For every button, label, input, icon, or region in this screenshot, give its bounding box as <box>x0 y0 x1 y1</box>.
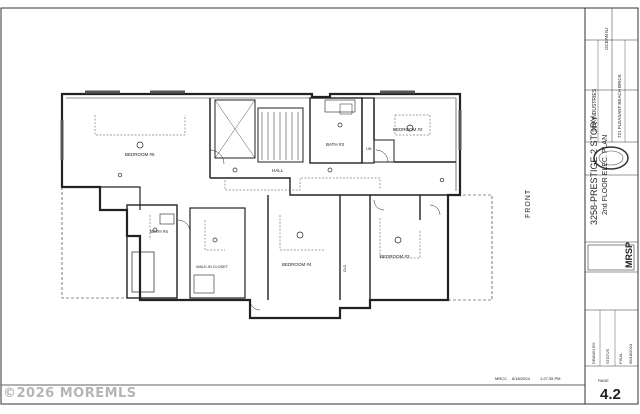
plan-title: 3258-PRESTIGE 2 STORY <box>589 116 599 225</box>
front-label: FRONT <box>525 189 532 218</box>
status-value: FINAL <box>618 352 623 364</box>
sheet-border <box>0 7 639 405</box>
drawn-by-label: DRAWN BY: <box>591 342 596 364</box>
room-bedroom-4: BEDROOM #4 <box>282 262 312 267</box>
page-number: 4.2 <box>600 386 621 403</box>
room-bath-3: BATH #3 <box>326 142 344 147</box>
logo-text: MRSP <box>624 242 634 268</box>
watermark: ©2026 MOREMLS <box>3 386 137 401</box>
room-bedroom-5: BEDROOM #5 <box>125 152 155 157</box>
footer-time: 1:27:35 PM <box>540 376 560 381</box>
company-name: SICA INDUSTRIES <box>592 88 598 132</box>
date-value: 06/18/2024 <box>628 343 633 364</box>
state: NJ <box>604 28 609 34</box>
room-walk-in-closet: WALK-IN CLOSET <box>196 265 229 269</box>
plan-walls <box>60 90 493 320</box>
room-bedroom-2: BEDROOM #2 <box>393 127 423 132</box>
light-fixtures <box>117 122 445 244</box>
stamp-seal <box>593 146 629 170</box>
title-block <box>584 7 639 405</box>
plan-subtitle: 2nd FLOOR ELEC. PLAN <box>602 135 609 215</box>
room-linen: LIN <box>366 147 372 151</box>
footer-code: MRCC <box>495 376 507 381</box>
room-bath-4: BATH #4 <box>150 229 168 234</box>
room-hall: HALL <box>272 168 284 173</box>
status-label: STATUS <box>605 348 610 364</box>
page-label: PAGE <box>598 378 609 383</box>
county: OCEAN <box>604 34 609 50</box>
city: BRICK <box>617 74 622 88</box>
room-bedroom-3: BEDROOM #3 <box>380 254 410 259</box>
electrical-runs <box>94 114 431 259</box>
address: 721 PLEASANT BEACH <box>617 89 622 138</box>
room-closet: CLO <box>343 265 347 272</box>
footer-date: 6/18/2024 <box>512 376 531 381</box>
